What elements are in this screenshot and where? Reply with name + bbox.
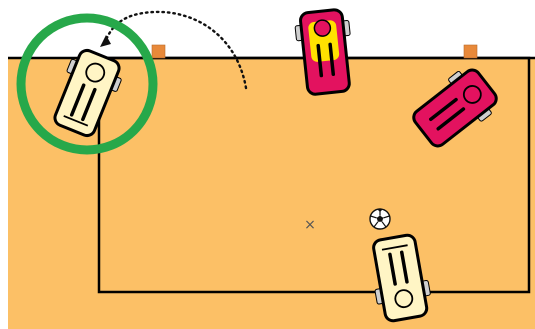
soccer-ball	[370, 209, 390, 229]
goal-post-left	[152, 45, 165, 58]
robot-head	[314, 19, 332, 37]
goal-post-right	[464, 45, 477, 58]
center-mark: ×	[304, 217, 316, 233]
